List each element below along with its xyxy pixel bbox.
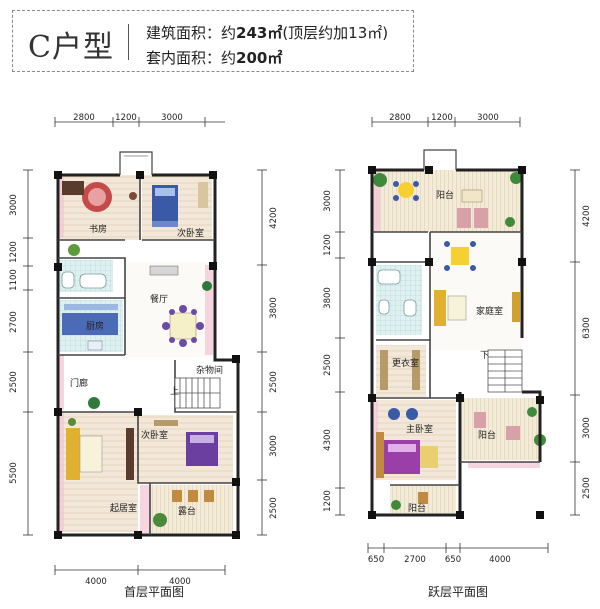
uf-top-dim: 3000 [477, 113, 499, 123]
ff-left-dim: 5500 [9, 462, 19, 484]
room-cloakroom: 更衣室 [392, 357, 419, 369]
gross-area-value: 243㎡ [236, 24, 283, 42]
room-porch: 门廊 [70, 377, 88, 389]
uf-right-dim: 6300 [582, 317, 592, 339]
uf-left-dim: 4300 [323, 429, 333, 451]
upper-floor-caption: 跃层平面图 [428, 585, 488, 599]
room-living: 起居室 [110, 502, 137, 514]
gross-area-label: 建筑面积：约 [146, 24, 237, 42]
room-study: 书房 [89, 223, 107, 235]
inner-area-label: 套内面积：约 [146, 49, 237, 67]
room-balcony: 阳台 [408, 502, 426, 514]
ff-right-dim: 2500 [269, 497, 279, 519]
ff-top-dim: 2800 [73, 113, 95, 123]
upper-floor-rooms: 阳台 家庭室 更衣室 下 主卧室 阳台 阳台 [392, 189, 503, 514]
header-box [12, 10, 414, 72]
room-master-bedroom: 主卧室 [406, 423, 433, 435]
uf-left-dim: 1200 [323, 234, 333, 256]
stair-down-label: 下 [480, 351, 489, 361]
ff-right-dim: 3000 [269, 435, 279, 457]
room-terrace: 露台 [178, 505, 196, 517]
uf-bottom-dim: 650 [445, 555, 461, 565]
first-floor-dimensions: 2800 1200 3000 4000 4000 3000 1200 1100 … [9, 113, 279, 587]
uf-top-dim: 2800 [389, 113, 411, 123]
ff-left-dim: 2700 [9, 311, 19, 333]
uf-right-dim: 2500 [582, 477, 592, 499]
ff-top-dim: 3000 [161, 113, 183, 123]
inner-area-value: 200㎡ [236, 49, 283, 67]
room-second-bedroom: 次卧室 [141, 429, 168, 441]
ff-right-dim: 2500 [269, 371, 279, 393]
header-divider [128, 24, 129, 60]
inner-area-line: 套内面积：约200㎡ [146, 47, 282, 68]
uf-bottom-dim: 4000 [489, 555, 511, 565]
room-storage: 杂物间 [196, 364, 223, 376]
uf-left-dim: 3000 [323, 190, 333, 212]
ff-top-dim: 1200 [115, 113, 137, 123]
room-second-bedroom: 次卧室 [177, 227, 204, 239]
uf-left-dim: 1200 [323, 490, 333, 512]
room-kitchen: 厨房 [86, 320, 104, 332]
ff-right-dim: 3800 [269, 297, 279, 319]
uf-top-dim: 1200 [431, 113, 453, 123]
ff-right-dim: 4200 [269, 207, 279, 229]
unit-type-title: C户型 [28, 30, 114, 65]
room-balcony: 阳台 [436, 189, 454, 201]
uf-right-dim: 3000 [582, 417, 592, 439]
stair-up-label: 上 [170, 386, 179, 397]
ff-left-dim: 3000 [9, 194, 19, 216]
ff-bottom-dim: 4000 [169, 577, 191, 587]
uf-right-dim: 4200 [582, 205, 592, 227]
first-floor-plan [23, 117, 267, 575]
first-floor-rooms: 书房 次卧室 厨房 餐厅 杂物间 门廊 上 次卧室 起居室 露台 [70, 223, 223, 517]
ff-left-dim: 2500 [9, 371, 19, 393]
upper-floor-dimensions: 2800 1200 3000 650 2700 650 4000 3000 12… [323, 113, 592, 565]
uf-bottom-dim: 2700 [404, 555, 426, 565]
first-floor-caption: 首层平面图 [124, 585, 184, 599]
ff-left-dim: 1100 [9, 269, 19, 291]
ff-bottom-dim: 4000 [85, 577, 107, 587]
gross-area-line: 建筑面积：约243㎡(顶层约加13㎡) [146, 22, 388, 43]
room-dining: 餐厅 [150, 293, 168, 305]
gross-area-note: (顶层约加13㎡) [282, 24, 389, 42]
upper-floor-plan [335, 117, 580, 553]
ff-left-dim: 1200 [9, 241, 19, 263]
room-family: 家庭室 [476, 305, 503, 317]
uf-left-dim: 2500 [323, 354, 333, 376]
uf-bottom-dim: 650 [368, 555, 384, 565]
uf-left-dim: 3800 [323, 287, 333, 309]
room-balcony: 阳台 [478, 429, 496, 441]
